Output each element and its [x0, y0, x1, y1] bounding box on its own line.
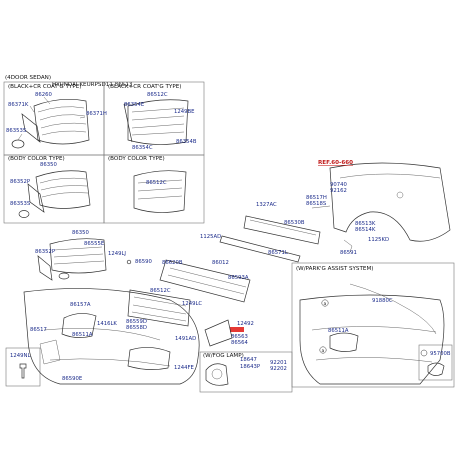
label-91880c: 91880C [372, 298, 393, 304]
label-86530b: 86530B [284, 220, 305, 226]
label-1125ad: 1125AD [200, 234, 221, 240]
header-overlap-text: HYUNDAI KEURPSD11 86513 [52, 82, 133, 88]
label-86517h: 86517H [306, 195, 327, 201]
main-grille-drawing [37, 238, 107, 281]
box-park-assist [291, 262, 455, 388]
callout-a-top-circle [321, 299, 329, 307]
header-body-color-left: (BODY COLOR TYPE) [8, 156, 65, 162]
label-86157a: 86157A [70, 302, 91, 308]
bracket-drawing [204, 319, 233, 347]
callout-a-bottom-circle [319, 346, 327, 354]
label-12492: 12492 [237, 321, 254, 327]
park-assist-bumper-drawing [299, 283, 445, 385]
label-1327ac: 1327AC [256, 202, 277, 208]
box-fog-lamp [199, 351, 293, 393]
label-1249be: 1249BE [174, 109, 195, 115]
box-1249nl [5, 347, 41, 387]
label-1249nl: 1249NL [10, 353, 30, 359]
grille-cr-left-drawing [11, 99, 90, 149]
grille-cr-right-drawing [123, 99, 189, 145]
header-black-cr-coat-right: (BLACK+CR COAT'G TYPE) [108, 84, 181, 90]
label-86350-b: 86350 [72, 230, 89, 236]
label-86564: 86564 [231, 340, 248, 346]
label-86558d: 86558D [126, 325, 147, 331]
highlight-86563 [230, 327, 244, 332]
label-86512c-b: 86512C [146, 180, 167, 186]
box-body-color-right [103, 154, 205, 224]
label-92162: 92162 [330, 188, 347, 194]
label-86555e: 86555E [84, 241, 105, 247]
front-bumper-drawing [23, 288, 200, 385]
label-86571l: 86571L [268, 250, 288, 256]
label-86371h: 86371H [86, 111, 107, 117]
label-92202: 92202 [270, 366, 287, 372]
label-86513k: 86513K [355, 221, 376, 227]
label-86514k: 86514K [355, 227, 376, 233]
header-body-color-right: (BODY COLOR TYPE) [108, 156, 165, 162]
label-86620b: 86620B [162, 260, 183, 266]
grille-body-left-drawing [18, 170, 91, 218]
label-86354b: 86354B [176, 139, 197, 145]
header-black-cr-coat-left: (BLACK+CR COAT'G TYPE) [8, 84, 81, 90]
callout-a-top: a [324, 302, 327, 307]
callout-95700b-circle [420, 349, 428, 357]
label-86593a: 86593A [228, 275, 249, 281]
label-1249lc: 1249LC [182, 301, 202, 307]
header-fog-lamp: (W/FOG LAMP) [203, 353, 244, 359]
label-92201: 92201 [270, 360, 287, 366]
label-86559d: 86559D [126, 319, 147, 325]
grille-body-right-drawing [133, 170, 187, 213]
label-86590: 86590 [135, 259, 152, 265]
label-18647: 18647 [240, 357, 257, 363]
bumper-beam-drawing [159, 215, 321, 303]
label-95700b: 95700B [430, 351, 451, 357]
label-86354c: 86354C [132, 145, 153, 151]
label-86512c-a: 86512C [147, 92, 168, 98]
label-86352p-b: 86352P [35, 249, 56, 255]
box-black-cr-left [3, 81, 105, 156]
sensor-icon [427, 362, 445, 376]
label-86353s-b: 86353S [10, 201, 31, 207]
label-ref-60-660: REF.60-660 [318, 160, 353, 166]
label-86512c-c: 86512C [150, 288, 171, 294]
fog-lamp-drawing [205, 363, 229, 386]
label-1244fe: 1244FE [174, 365, 195, 371]
label-18643p: 18643P [240, 364, 261, 370]
fender-drawing [329, 162, 451, 242]
label-86260: 86260 [35, 92, 52, 98]
label-86012: 86012 [212, 260, 229, 266]
label-1125kd-a: 1125KD [368, 237, 389, 243]
label-86354e: 86354E [124, 102, 145, 108]
label-86511a-a: 86511A [72, 332, 93, 338]
label-1491ad: 1491AD [175, 336, 196, 342]
bolt-icon [19, 363, 27, 379]
callout-a-bottom: a [322, 349, 325, 354]
box-95700b [418, 344, 453, 381]
label-86590e: 86590E [62, 376, 83, 382]
label-1416lk: 1416LK [97, 321, 117, 327]
label-86352p-a: 86352P [10, 179, 31, 185]
label-86511a-b: 86511A [328, 328, 349, 334]
label-86371k: 86371K [8, 102, 29, 108]
label-86563: 86563 [231, 334, 248, 340]
header-park-assist: (W/PARK'G ASSIST SYSTEM) [296, 266, 373, 272]
label-86518s: 86518S [306, 201, 327, 207]
label-86591: 86591 [340, 250, 357, 256]
label-86350-a: 86350 [40, 162, 57, 168]
label-90740: 90740 [330, 182, 347, 188]
header-sedan: (4DOOR SEDAN) [5, 75, 51, 81]
label-1249lj: 1249LJ [108, 251, 126, 257]
label-86353s-a: 86353S [6, 128, 27, 134]
label-86517: 86517 [30, 327, 47, 333]
